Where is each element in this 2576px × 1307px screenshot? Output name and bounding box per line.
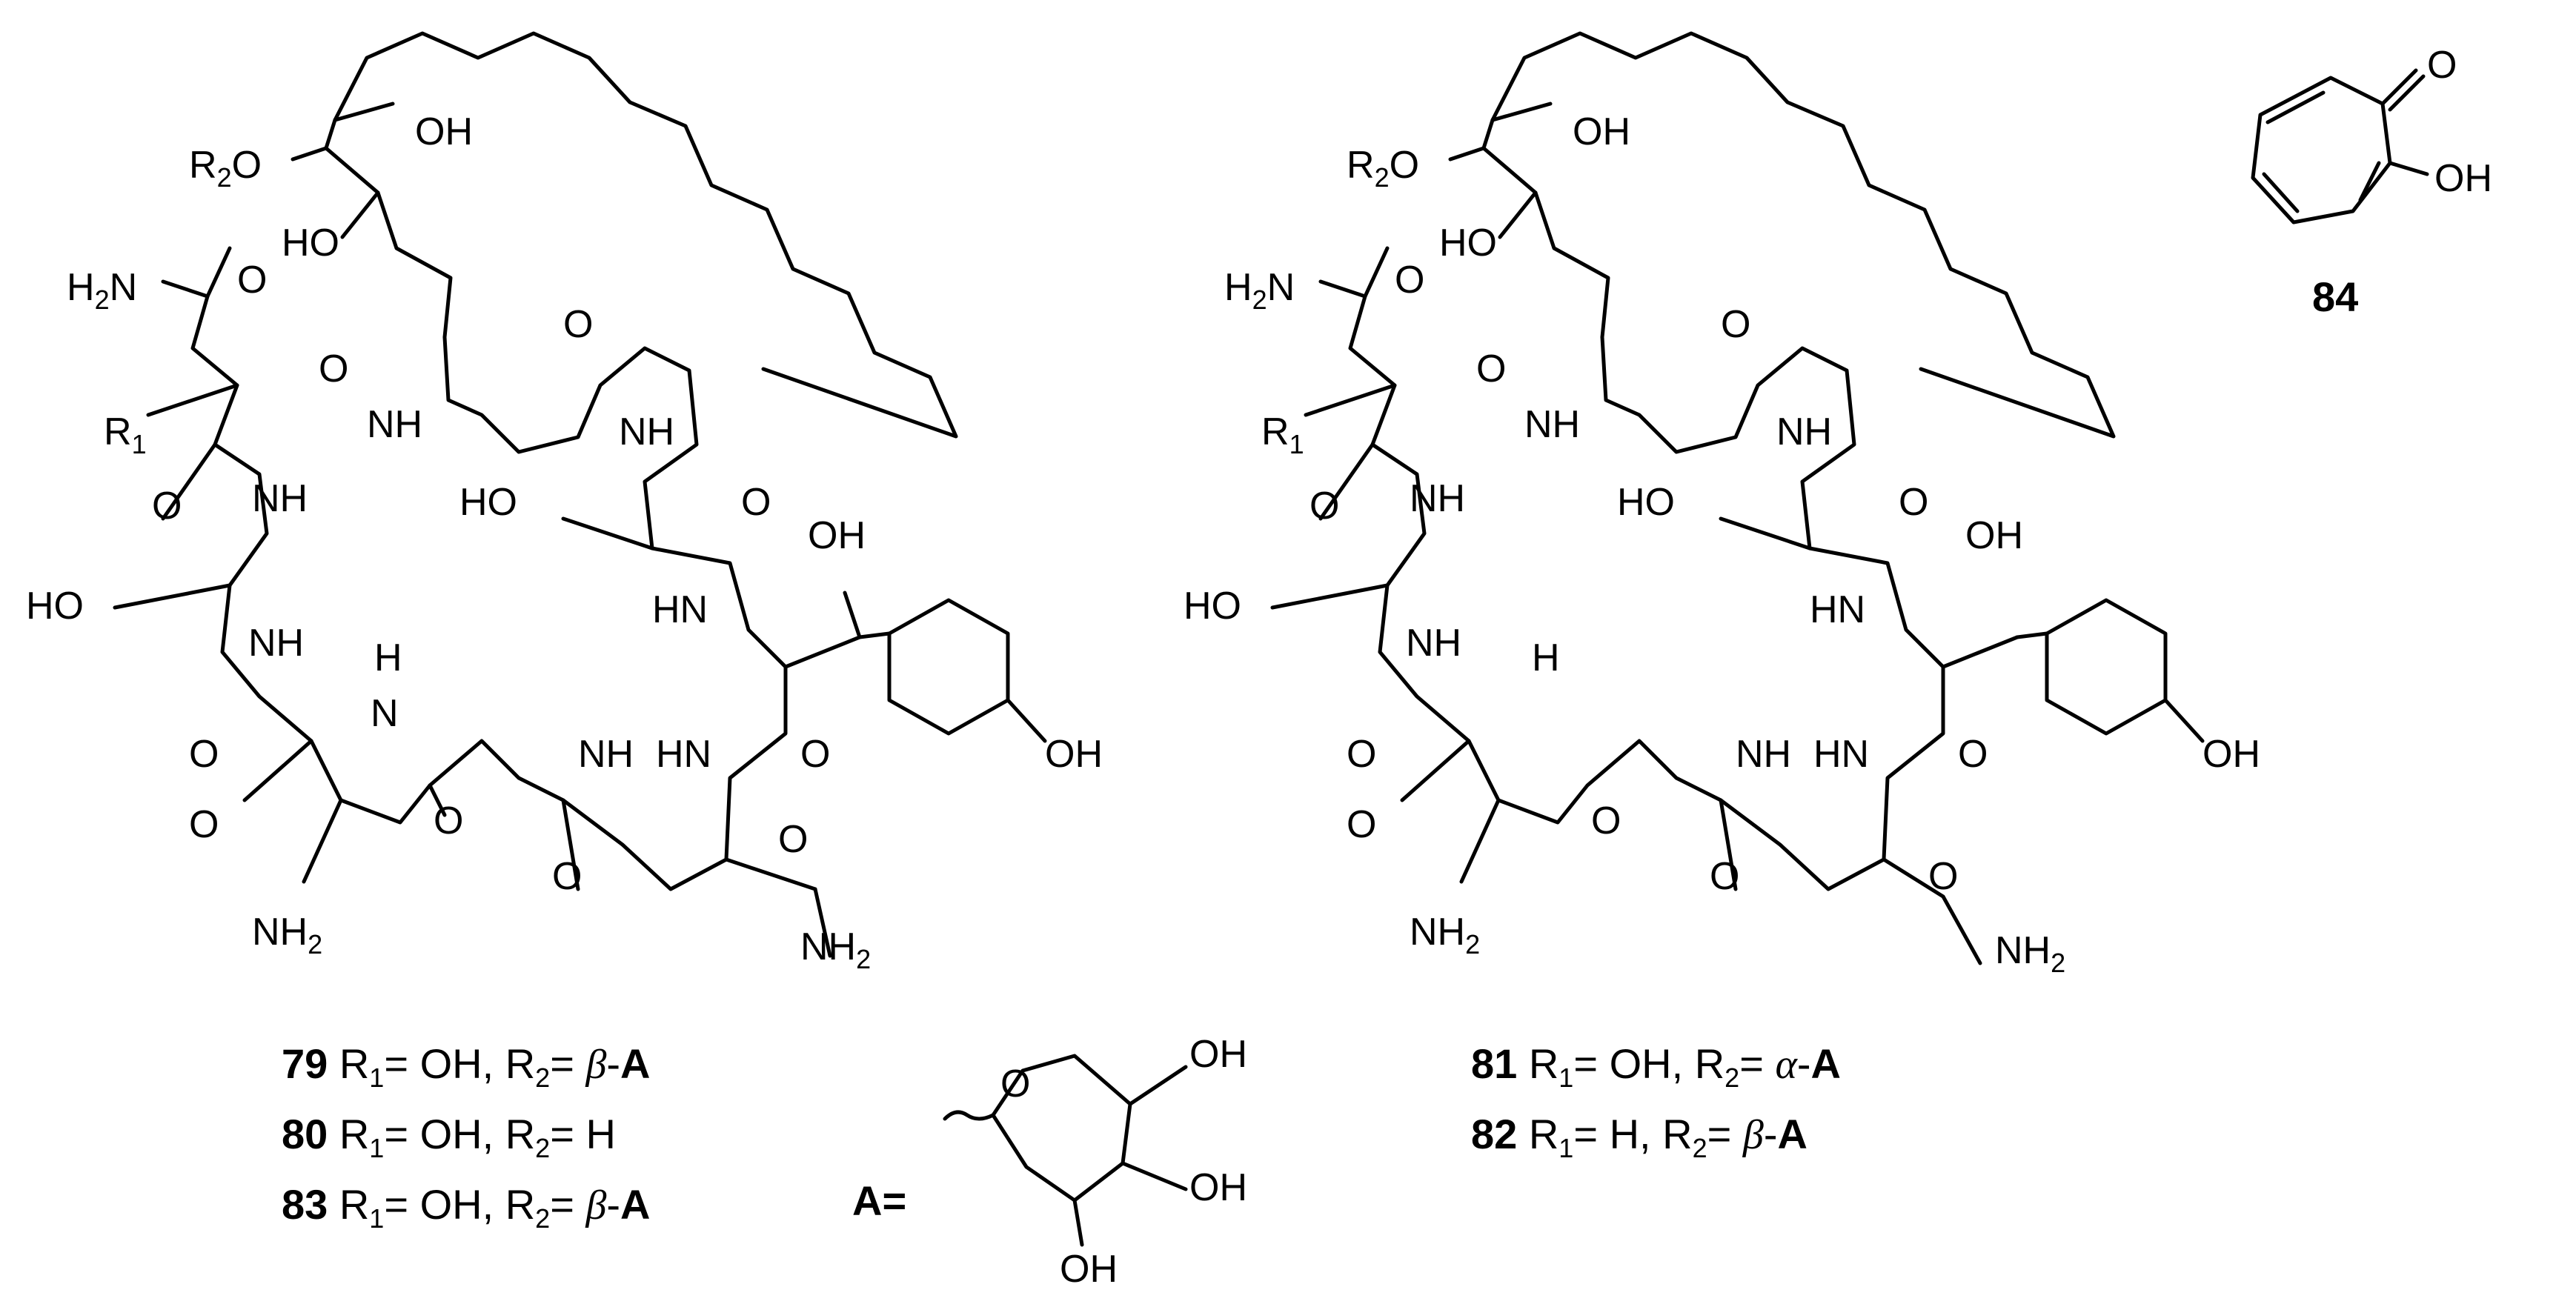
svg-text:83 R1= OH, R2= β-A: 83 R1= OH, R2= β-A: [282, 1181, 650, 1234]
r1-label: R1: [1261, 410, 1304, 459]
r2o-label: R2O: [189, 144, 262, 193]
o-label: O: [152, 485, 182, 528]
hn-label: HN: [1810, 588, 1865, 631]
structure-84: O OH 84: [2251, 44, 2492, 320]
oh-label: OH: [1060, 1248, 1118, 1291]
nh2-label: NH2: [252, 911, 322, 960]
nh2-label: NH2: [1410, 911, 1480, 960]
h-label: H: [1532, 636, 1560, 679]
o-label: O: [1958, 733, 1988, 776]
o-label: O: [778, 818, 808, 861]
o-label: O: [1591, 799, 1621, 842]
attachment-wavy: [943, 1110, 995, 1121]
ho-label: HO: [459, 481, 517, 524]
o-label: O: [1721, 303, 1750, 346]
alkyl-chain: [333, 31, 958, 439]
h2n-label: H2N: [67, 266, 137, 315]
o-label: O: [1899, 481, 1928, 524]
o-label: O: [2427, 44, 2457, 87]
ho-label: HO: [1617, 481, 1675, 524]
o-label: O: [1395, 259, 1424, 302]
o-label: O: [563, 303, 593, 346]
structure-81-82: R2O OH HO H2N O R1 O NH O NH NH O HO O O…: [1184, 31, 2260, 978]
h-label: H: [374, 636, 402, 679]
svg-text:79 R1= OH, R2= β-A: 79 R1= OH, R2= β-A: [282, 1040, 650, 1093]
ho-label: HO: [1439, 222, 1497, 265]
svg-text:82 R1= H, R2= β-A: 82 R1= H, R2= β-A: [1471, 1111, 1807, 1163]
peptide-ring: [190, 294, 788, 891]
oh-label: OH: [1189, 1166, 1247, 1209]
nh2-label: NH2: [800, 925, 871, 974]
o-label: O: [189, 733, 219, 776]
pyranose-ring: [991, 1054, 1132, 1203]
oh-label: OH: [808, 514, 866, 557]
oh-label: OH: [1045, 733, 1103, 776]
caption-82: 82 R1= H, R2= β-A: [1471, 1111, 1807, 1163]
nh-label: NH: [619, 410, 674, 453]
oh-label: OH: [1189, 1033, 1247, 1076]
ho-label: HO: [1184, 585, 1241, 628]
nh-label: NH: [1776, 410, 1832, 453]
structure-79-80-83: R2O OH HO H2N O R1 O NH O NH NH O HO O O…: [26, 31, 1103, 974]
oh-label: OH: [2434, 157, 2492, 200]
o-label: O: [1476, 347, 1506, 390]
caption-83: 83 R1= OH, R2= β-A: [282, 1181, 650, 1234]
o-label: O: [1347, 733, 1376, 776]
oh-label: OH: [1965, 514, 2023, 557]
nh-label: NH: [248, 622, 304, 665]
phenol-ring: [2045, 598, 2168, 736]
alkyl-chain: [1490, 31, 2116, 439]
nh2-label: NH2: [1995, 929, 2065, 978]
hn-label: HN: [656, 733, 711, 776]
nh-label: NH: [1406, 622, 1461, 665]
o-label: O: [319, 347, 348, 390]
caption-79: 79 R1= OH, R2= β-A: [282, 1040, 650, 1093]
o-label: O: [1928, 855, 1958, 898]
o-label: O: [741, 481, 771, 524]
tropolone-ring: [2251, 76, 2392, 225]
o-label: O: [189, 803, 219, 846]
nh-label: NH: [578, 733, 634, 776]
n-label: N: [371, 692, 399, 735]
diol-backbone: [324, 118, 453, 339]
hn-label: HN: [1813, 733, 1869, 776]
ho-label: HO: [282, 222, 339, 265]
r2o-label: R2O: [1347, 144, 1419, 193]
o-label: O: [800, 733, 830, 776]
oh-label: OH: [1573, 110, 1630, 153]
nh-label: NH: [367, 403, 422, 446]
o-label: O: [1710, 855, 1739, 898]
r1-label: R1: [104, 410, 147, 459]
o-label: O: [1309, 485, 1339, 528]
oh-label: OH: [415, 110, 473, 153]
caption-81: 81 R1= OH, R2= α-A: [1471, 1040, 1841, 1093]
svg-text:81 R1= OH, R2= α-A: 81 R1= OH, R2= α-A: [1471, 1040, 1841, 1093]
phenol-ring: [887, 598, 1010, 736]
ring-o-label: O: [1000, 1062, 1030, 1105]
compound-id-84: 84: [2312, 273, 2358, 320]
a-equals-label: A=: [852, 1177, 906, 1224]
oh-label: OH: [2202, 733, 2260, 776]
o-label: O: [1347, 803, 1376, 846]
o-label: O: [434, 799, 463, 842]
nh-label: NH: [1524, 403, 1580, 446]
sugar-a: O OH OH OH A=: [852, 1033, 1247, 1291]
nh-label: NH: [1410, 477, 1465, 520]
diol-backbone: [1481, 118, 1610, 339]
o-label: O: [552, 855, 582, 898]
hn-label: HN: [652, 588, 708, 631]
h2n-label: H2N: [1224, 266, 1295, 315]
caption-80: 80 R1= OH, R2= H: [282, 1111, 616, 1163]
nh-label: NH: [252, 477, 308, 520]
o-label: O: [237, 259, 267, 302]
peptide-ring: [1348, 294, 1945, 891]
svg-text:80 R1= OH, R2= H: 80 R1= OH, R2= H: [282, 1111, 616, 1163]
nh-label: NH: [1736, 733, 1791, 776]
ho-label: HO: [26, 585, 84, 628]
